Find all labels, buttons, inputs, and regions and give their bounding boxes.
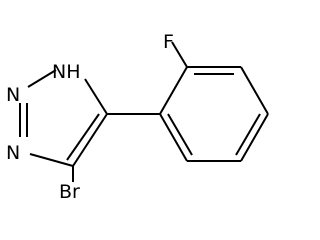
bond-n-c4 xyxy=(29,153,74,167)
bond-benzene-6 xyxy=(159,66,188,115)
atom-n-upper: N xyxy=(6,84,20,106)
bond-benzene-3 xyxy=(240,113,269,162)
bond-nh-n xyxy=(27,69,57,88)
atom-n-lower: N xyxy=(6,142,20,164)
bond-lines xyxy=(19,41,269,182)
bond-benzene-3-inner xyxy=(235,113,261,156)
bond-c5-nh xyxy=(84,78,108,115)
bond-c-f xyxy=(171,41,188,68)
bond-benzene-5-inner xyxy=(167,113,193,156)
bond-c4-c5-1 xyxy=(72,113,108,167)
atom-nh: NH xyxy=(52,61,81,83)
atom-bromine: Br xyxy=(59,181,80,203)
bond-benzene-5 xyxy=(159,113,188,162)
bond-c4-c5-2 xyxy=(66,113,100,161)
molecule-structure: F NH N N Br xyxy=(6,31,269,203)
atom-fluorine: F xyxy=(163,31,174,53)
atom-labels: F NH N N Br xyxy=(6,31,174,203)
bond-benzene-2 xyxy=(240,66,269,115)
